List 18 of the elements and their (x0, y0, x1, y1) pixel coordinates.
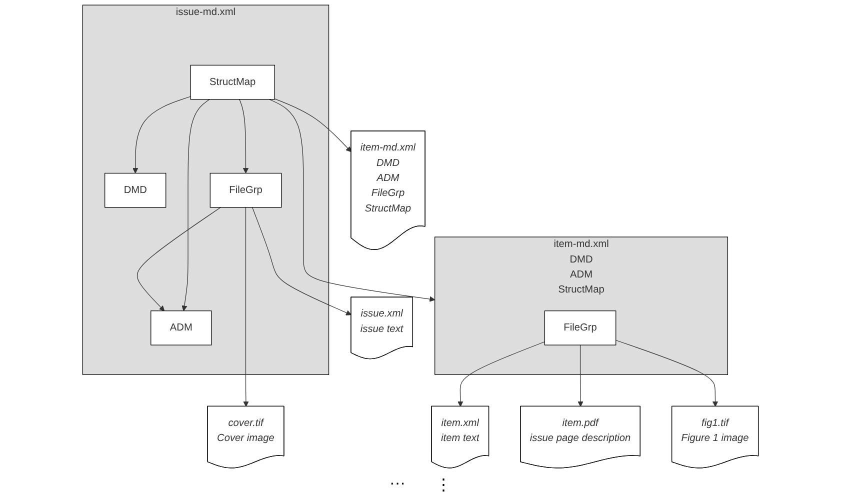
arrow (578, 344, 584, 407)
arrow (132, 96, 191, 174)
node-box: StructMap (190, 64, 275, 100)
arrow (182, 99, 210, 312)
node-box: FileGrp (544, 310, 616, 346)
arrow (458, 341, 546, 407)
ellipsis-mark: ⋮ (435, 476, 452, 495)
arrow (269, 99, 436, 302)
node-box: DMD (104, 172, 166, 208)
arrow (239, 99, 249, 174)
arrow (136, 207, 221, 312)
node-box: ADM (150, 310, 212, 346)
arrow (274, 98, 352, 152)
arrow (243, 207, 249, 407)
node-box: FileGrp (210, 172, 282, 208)
ellipsis-mark: ··· (390, 475, 406, 494)
arrow (252, 207, 352, 316)
arrow (616, 340, 718, 407)
